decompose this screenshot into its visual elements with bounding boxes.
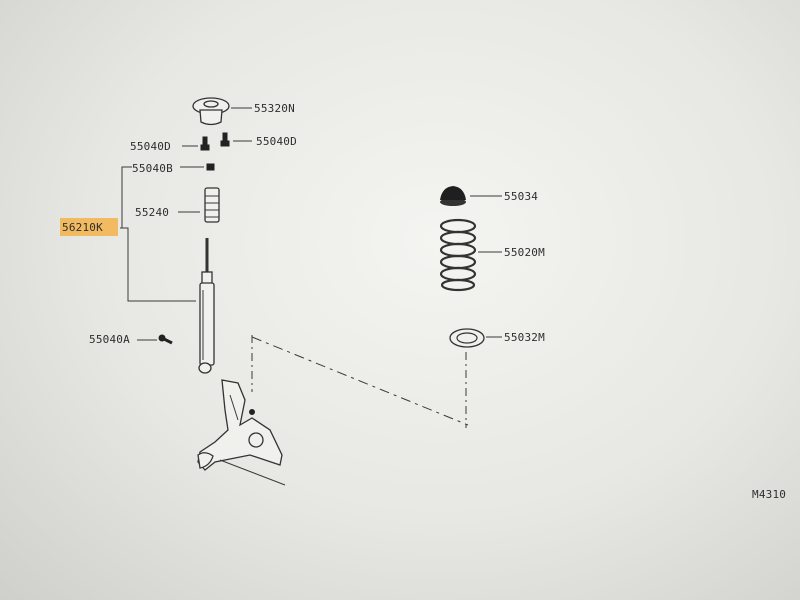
bolt-left-part[interactable] bbox=[200, 136, 210, 151]
spring-seat-lower-part[interactable] bbox=[449, 328, 485, 348]
coil-spring-part[interactable] bbox=[439, 218, 477, 292]
label-55034[interactable]: 55034 bbox=[504, 190, 538, 203]
nut-part[interactable] bbox=[206, 163, 215, 171]
shock-absorber-part[interactable] bbox=[198, 238, 215, 374]
label-55040b[interactable]: 55040B bbox=[132, 162, 173, 175]
figure-code: M4310 bbox=[752, 488, 786, 501]
bolt-right-part[interactable] bbox=[220, 132, 230, 147]
kit-bracket-bottom bbox=[120, 227, 196, 302]
suspension-arm-part bbox=[197, 379, 286, 486]
highlight-marker bbox=[60, 218, 118, 236]
label-55320n[interactable]: 55320N bbox=[254, 102, 295, 115]
lower-bolt-part[interactable] bbox=[158, 334, 173, 345]
bound-bumper-part[interactable] bbox=[204, 187, 220, 223]
body-outline-diagonal bbox=[251, 336, 469, 426]
label-55040d-right[interactable]: 55040D bbox=[256, 135, 297, 148]
label-55240[interactable]: 55240 bbox=[135, 206, 169, 219]
spring-seat-upper-part[interactable] bbox=[440, 186, 466, 206]
label-56210k[interactable]: 56210K bbox=[62, 221, 103, 234]
label-55040d-left[interactable]: 55040D bbox=[130, 140, 171, 153]
mount-insulator-part[interactable] bbox=[192, 97, 230, 126]
kit-bracket-top bbox=[121, 166, 132, 228]
label-55040a[interactable]: 55040A bbox=[89, 333, 130, 346]
label-55020m[interactable]: 55020M bbox=[504, 246, 545, 259]
label-55032m[interactable]: 55032M bbox=[504, 331, 545, 344]
